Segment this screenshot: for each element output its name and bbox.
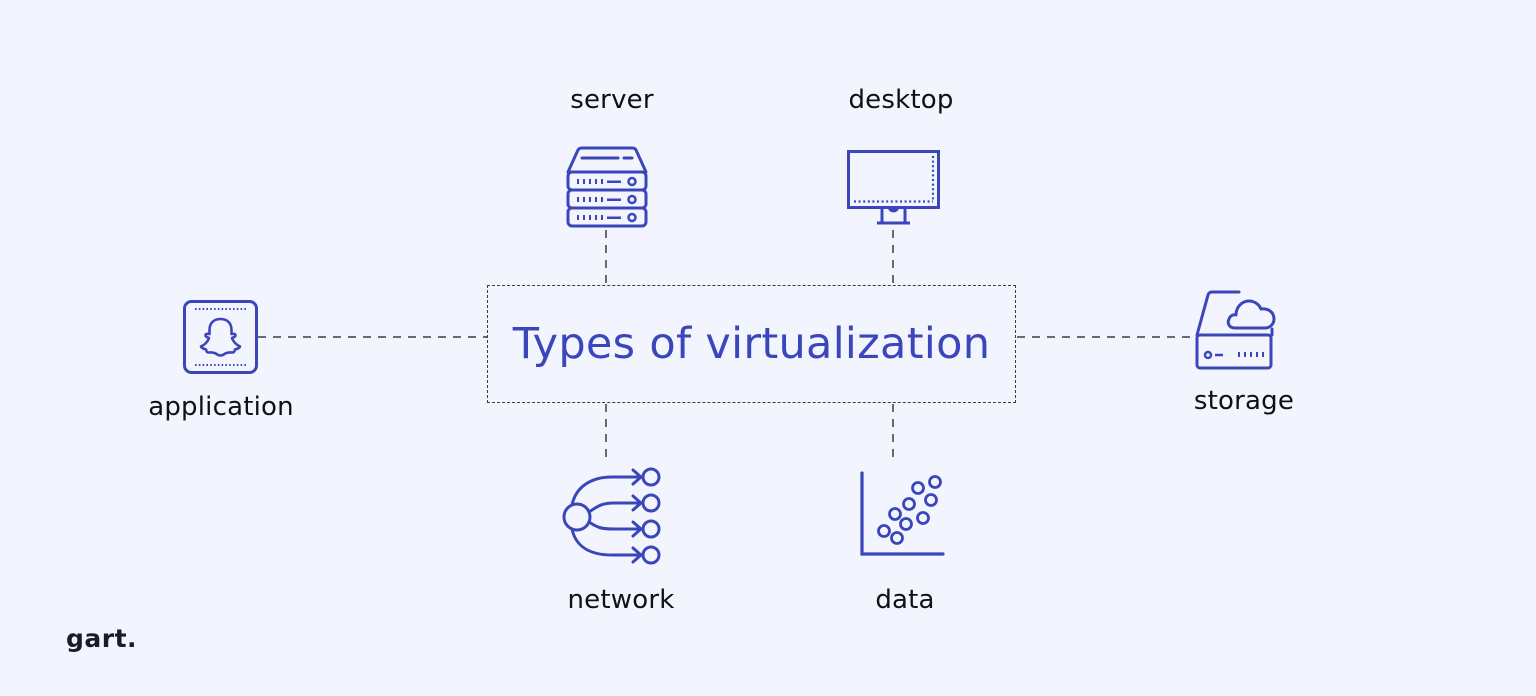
node-label-storage: storage: [1193, 386, 1295, 416]
node-label-server: server: [570, 85, 654, 115]
scatter-plot-icon: [860, 471, 945, 556]
node-label-desktop: desktop: [848, 85, 954, 115]
brand-logo: gart.: [66, 624, 138, 653]
cloud-storage-icon: [1195, 290, 1276, 370]
diagram-title: Types of virtualization: [512, 319, 991, 369]
node-label-network: network: [567, 585, 675, 615]
app-ghost-icon: [183, 300, 258, 374]
center-node: Types of virtualization: [487, 285, 1016, 403]
server-rack-icon: [566, 146, 648, 228]
rack-row-1: [577, 179, 621, 184]
monitor-icon: [847, 150, 940, 225]
node-label-application: application: [148, 392, 294, 422]
network-branch-icon: [562, 467, 661, 565]
node-label-data: data: [875, 585, 935, 615]
